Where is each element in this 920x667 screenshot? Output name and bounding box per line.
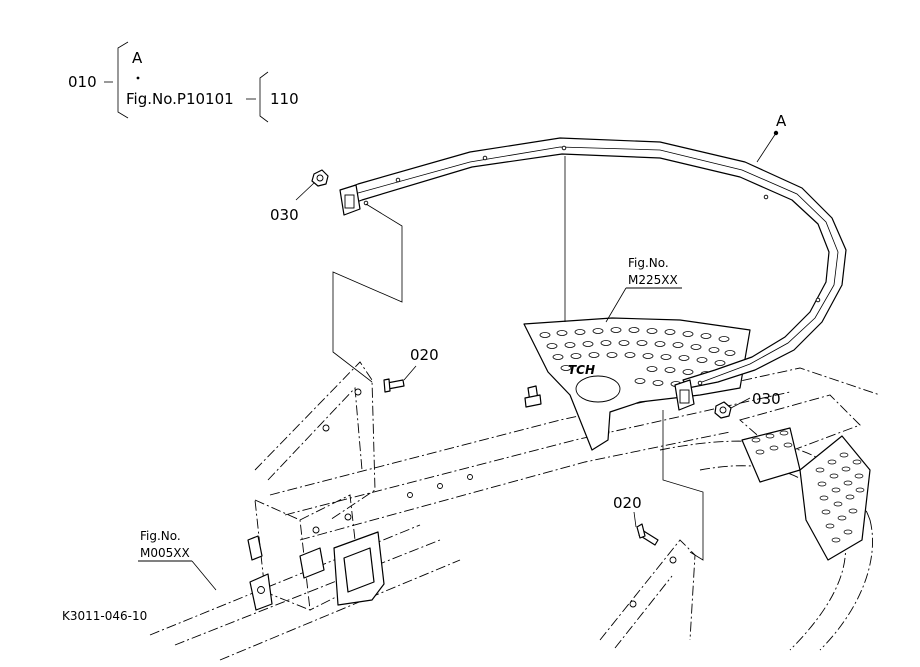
guard-plate: TCH — [523, 317, 751, 451]
callout-bolt-top: 020 — [410, 346, 439, 364]
bolt-bottom: 020 — [613, 494, 659, 546]
legend-left-code: 010 — [68, 73, 97, 91]
legend-variant: A — [132, 49, 143, 67]
legend-right-code: 110 — [270, 90, 299, 108]
nut-right: 030 — [714, 390, 781, 419]
callout-a-label: A — [776, 112, 787, 130]
guard-cutout — [575, 375, 621, 403]
bumper-bar — [339, 137, 847, 411]
side-panel — [741, 427, 871, 561]
callout-nut-top: 030 — [270, 206, 299, 224]
bolt-top: 020 — [383, 346, 439, 393]
frame-tabs — [247, 531, 385, 611]
callout-nut-right: 030 — [752, 390, 781, 408]
drawing-number: K3011-046-10 — [62, 609, 147, 623]
guard-reference: Fig.No. M225XX — [605, 256, 682, 323]
callout-bolt-bottom: 020 — [613, 494, 642, 512]
nut-top: 030 — [270, 169, 329, 224]
frame-callout: A — [756, 112, 787, 163]
legend-bracket-right — [259, 71, 269, 123]
guard-ref-prefix: Fig.No. — [628, 256, 669, 270]
frame-ref-prefix: Fig.No. — [140, 529, 181, 543]
frame-reference: Fig.No. M005XX — [138, 529, 217, 591]
guard-logo: TCH — [568, 363, 595, 377]
legend-bracket-left — [117, 41, 129, 119]
legend-group: 010 A Fig.No.P10101 110 — [68, 41, 299, 123]
frame-ref-code: M005XX — [140, 546, 190, 560]
legend-fig-ref: Fig.No.P10101 — [126, 90, 234, 108]
guard-bolt — [524, 385, 542, 408]
guard-ref-code: M225XX — [628, 273, 678, 287]
